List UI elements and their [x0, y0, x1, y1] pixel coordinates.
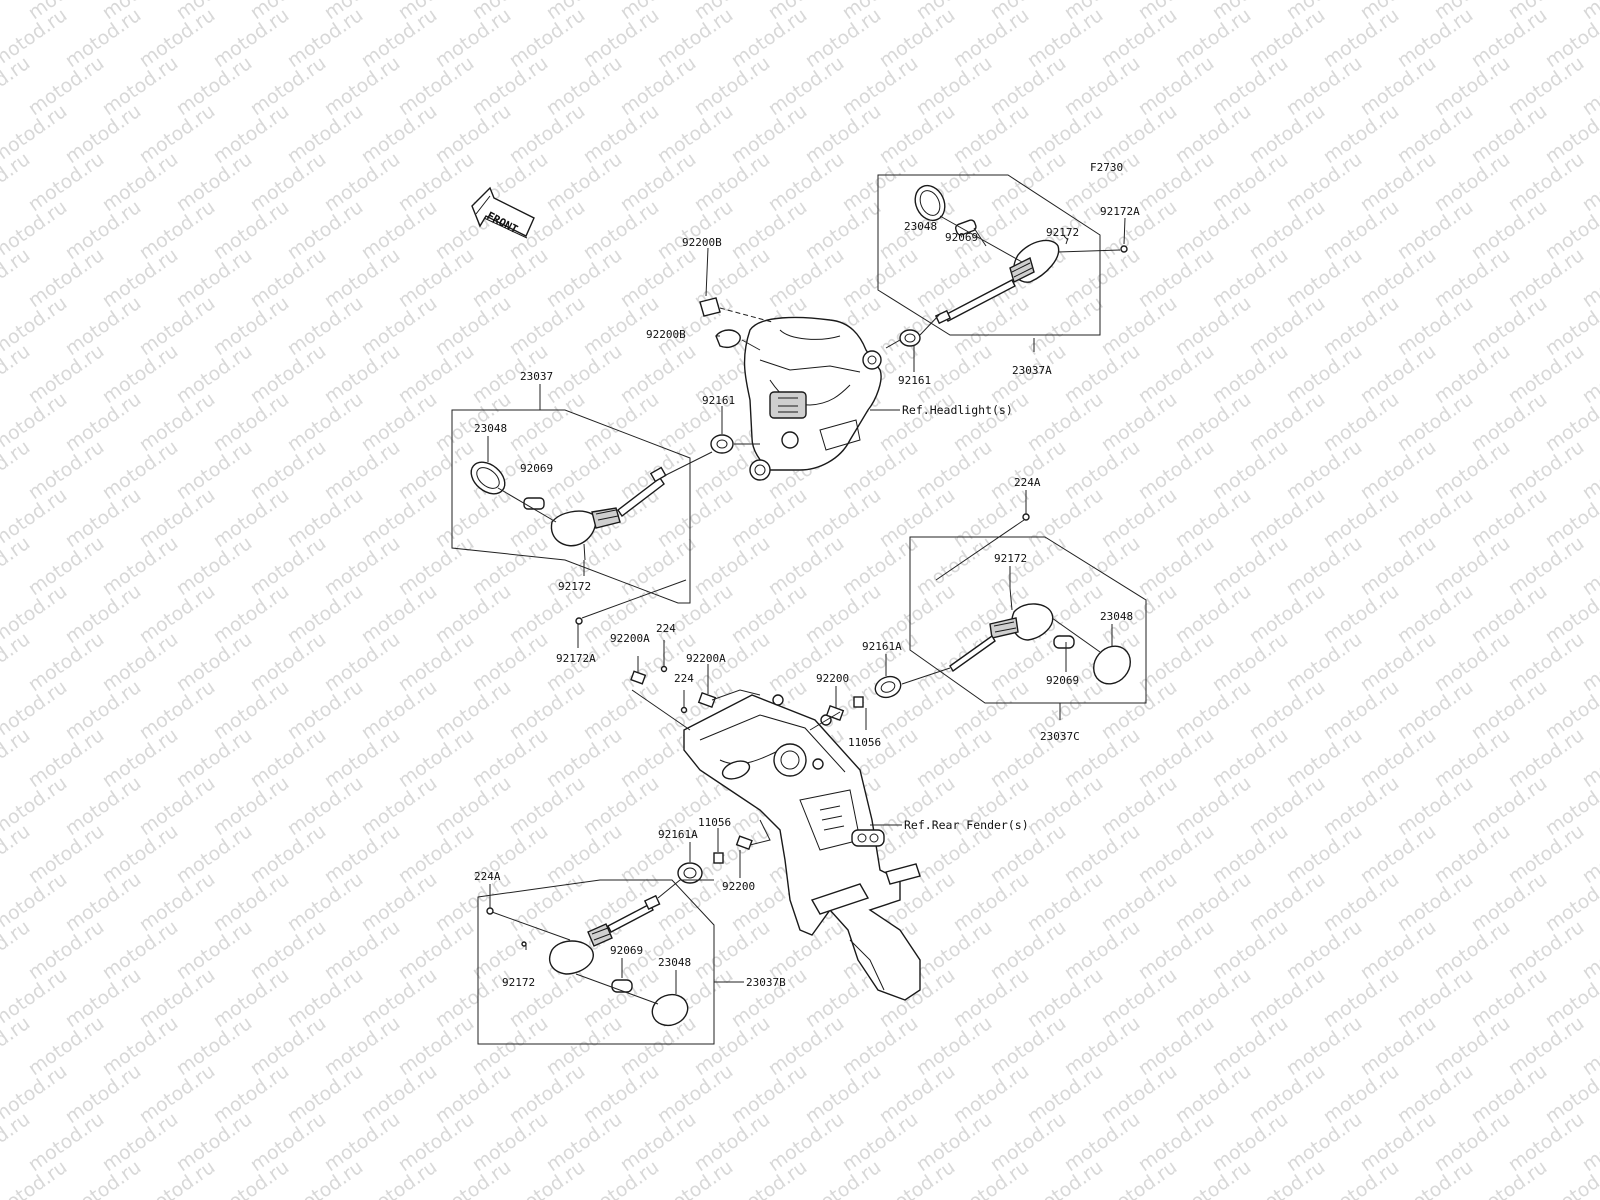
callout-11056-right: 11056: [848, 736, 881, 749]
callout-92161a-left: 92161A: [658, 828, 698, 841]
rear-fender: [683, 694, 921, 1001]
callout-92069-rear-right: 92069: [1046, 674, 1079, 687]
callout-23037: 23037: [520, 370, 553, 383]
bulb-icon-4: [611, 979, 633, 993]
callout-92200a-2: 92200A: [686, 652, 726, 665]
callout-92200b-2: 92200B: [646, 328, 686, 341]
front-arrow-icon: FRONT: [471, 186, 535, 239]
clip-nut-icon: [630, 670, 647, 685]
callout-92069-front-right: 92069: [945, 231, 978, 244]
headlight-bracket: [743, 316, 882, 481]
callout-23037c: 23037C: [1040, 730, 1080, 743]
callout-92200-left: 92200: [722, 880, 755, 893]
lens-icon: [914, 184, 946, 222]
lens-icon-3: [1093, 645, 1131, 685]
callout-23037b: 23037B: [746, 976, 786, 989]
callout-224a-left: 224A: [474, 870, 501, 883]
callout-92172a-front-right: 92172A: [1100, 205, 1140, 218]
bulb-icon-3: [1053, 635, 1075, 649]
screw-icon: [1120, 245, 1128, 253]
clip-nut-icon-2: [697, 692, 717, 708]
callout-23048-rear-right: 23048: [1100, 610, 1133, 623]
screw-icon-5: [680, 706, 688, 714]
callout-92172-front-right: 92172: [1046, 226, 1079, 239]
ref-headlight: Ref.Headlight(s): [902, 403, 1013, 417]
callout-23048-front-left: 23048: [474, 422, 507, 435]
nut-icon-2: [715, 329, 741, 348]
callout-92200-right: 92200: [816, 672, 849, 685]
turn-signal-front-right: [877, 174, 1128, 336]
nut-icon: [699, 297, 721, 317]
callout-23037a: 23037A: [1012, 364, 1052, 377]
turn-signal-front-left: [451, 409, 713, 625]
grommet-icon-3: [874, 675, 902, 699]
callout-23048-front-right: 23048: [904, 220, 937, 233]
grommet-icon: [899, 329, 921, 347]
callout-92069-front-left: 92069: [520, 462, 553, 475]
screw-icon-2: [575, 617, 583, 625]
callout-92161-right: 92161: [898, 374, 931, 387]
callout-92200b-1: 92200B: [682, 236, 722, 249]
callout-92172a-front-left: 92172A: [556, 652, 596, 665]
bolt-icon: [853, 696, 864, 708]
callout-23048-rear-left: 23048: [658, 956, 691, 969]
signal-housing-icon-2: [550, 510, 597, 547]
turn-signal-rear-right: [874, 513, 1147, 704]
clip-nut-icon-3: [825, 705, 845, 721]
screw-icon-3: [1022, 513, 1030, 521]
callout-92172-rear-left: 92172: [502, 976, 535, 989]
callout-92172-rear-right: 92172: [994, 552, 1027, 565]
callout-92161a-right: 92161A: [862, 640, 902, 653]
bulb-icon-2: [523, 497, 545, 510]
callout-11056-left: 11056: [698, 816, 731, 829]
screw-icon-7: [521, 941, 527, 947]
callout-224a-right: 224A: [1014, 476, 1041, 489]
lens-icon-4: [651, 993, 689, 1027]
callout-92161-middle: 92161: [702, 394, 735, 407]
bolt-icon-2: [713, 852, 724, 864]
ref-rear-fender: Ref.Rear Fender(s): [904, 818, 1029, 832]
callout-92172-front-left: 92172: [558, 580, 591, 593]
screw-icon-4: [660, 665, 668, 673]
grommet-icon-4: [677, 862, 703, 884]
turn-signal-rear-left: [477, 862, 715, 1045]
leader-lines: [487, 217, 1126, 994]
callout-92200a-1: 92200A: [610, 632, 650, 645]
bulb-icon: [954, 219, 977, 236]
figure-code: F2730: [1090, 161, 1123, 174]
grommet-icon-2: [710, 434, 734, 454]
callout-224-2: 224: [674, 672, 694, 685]
callout-92069-rear-left: 92069: [610, 944, 643, 957]
signal-housing-icon-4: [548, 940, 594, 975]
callout-labels: 92172A 92172 23048 92069 23037A 92161 92…: [474, 205, 1140, 989]
callout-224-1: 224: [656, 622, 676, 635]
screw-icon-6: [486, 907, 494, 915]
